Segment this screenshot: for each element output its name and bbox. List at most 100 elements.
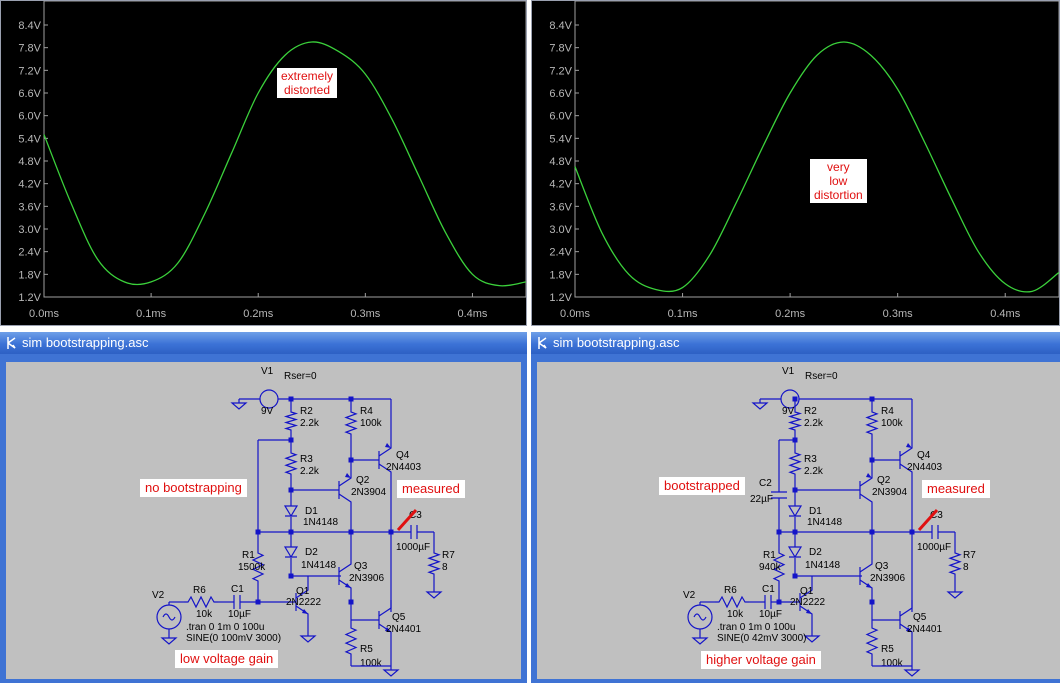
- c1-value: 10µF: [759, 609, 782, 620]
- voltage-trace: [574, 41, 1059, 293]
- resistor-r7: [948, 547, 962, 580]
- v1-value: 9V: [782, 406, 795, 417]
- capacitor-c2: [771, 491, 787, 499]
- q4-value: 2N4403: [386, 462, 421, 473]
- c1-label: C1: [231, 584, 244, 595]
- transistor-q4-arrow: [906, 443, 912, 448]
- r1-label: R1: [763, 550, 776, 561]
- x-tick-label: 0.2ms: [243, 308, 273, 320]
- capacitor-c1: [233, 595, 241, 609]
- v1-value: 9V: [261, 406, 274, 417]
- c3-value: 1000µF: [396, 542, 430, 553]
- d1-label: D1: [305, 506, 318, 517]
- r4-value: 100k: [360, 418, 383, 429]
- capacitor-c3: [931, 525, 939, 539]
- transistor-q4-arrow: [385, 443, 391, 448]
- q2-value: 2N3904: [351, 487, 386, 498]
- window-titlebar-right[interactable]: sim bootstrapping.asc: [531, 332, 1060, 354]
- y-tick-label: 4.2V: [549, 179, 572, 191]
- resistor-r5: [344, 622, 358, 660]
- q1-label: Q1: [800, 586, 814, 597]
- c3-value: 1000µF: [917, 542, 951, 553]
- y-tick-label: 7.8V: [18, 43, 41, 55]
- x-tick-label: 0.4ms: [457, 308, 487, 320]
- y-tick-label: 7.2V: [549, 65, 572, 77]
- q2-label: Q2: [356, 475, 370, 486]
- plot-frame: [574, 1, 1059, 298]
- y-tick-label: 1.8V: [18, 269, 41, 281]
- y-tick-label: 7.8V: [549, 43, 572, 55]
- plot-frame: [43, 1, 526, 298]
- v2-label: V2: [152, 590, 165, 601]
- d2-label: D2: [809, 547, 822, 558]
- q1-value: 2N2222: [286, 597, 321, 608]
- q2-value: 2N3904: [872, 487, 907, 498]
- ltspice-icon: [7, 337, 16, 349]
- c2-label: C2: [759, 478, 772, 489]
- resistor-r3: [284, 447, 298, 480]
- resistor-r2: [283, 406, 299, 436]
- y-tick-label: 4.2V: [18, 179, 41, 191]
- diode-d1: [283, 505, 299, 518]
- y-tick-label: 3.6V: [549, 201, 572, 213]
- v2-label: V2: [683, 590, 696, 601]
- window-titlebar-left[interactable]: sim bootstrapping.asc: [0, 332, 527, 354]
- resistor-r1: [772, 547, 786, 587]
- r5-label: R5: [881, 644, 894, 655]
- y-tick-label: 1.2V: [549, 292, 572, 304]
- r7-label: R7: [963, 550, 976, 561]
- y-tick-label: 1.2V: [18, 292, 41, 304]
- q3-label: Q3: [354, 561, 368, 572]
- resistor-r4: [865, 406, 879, 440]
- r3-label: R3: [300, 454, 313, 465]
- r4-label: R4: [881, 406, 894, 417]
- q5-value: 2N4401: [907, 624, 942, 635]
- y-tick-label: 4.8V: [549, 156, 572, 168]
- q4-label: Q4: [396, 450, 410, 461]
- d2-value: 1N4148: [805, 560, 840, 571]
- r6-value: 10k: [727, 609, 744, 620]
- diode-d2: [787, 546, 803, 559]
- y-tick-label: 3.0V: [549, 224, 572, 236]
- measured-pointer: [396, 508, 418, 532]
- annotation-extremely-distorted: extremely distorted: [277, 68, 338, 98]
- resistor-r2: [787, 406, 803, 436]
- r1-label: R1: [242, 550, 255, 561]
- c2-value: 22µF: [750, 494, 773, 505]
- c1-label: C1: [762, 584, 775, 595]
- q5-label: Q5: [913, 612, 927, 623]
- transistor-q3-arrow: [866, 583, 872, 588]
- resistor-r6: [715, 595, 749, 609]
- transistor-q2-arrow: [345, 473, 351, 478]
- capacitor-c3: [410, 525, 418, 539]
- diode-d2: [283, 546, 299, 559]
- r4-label: R4: [360, 406, 373, 417]
- q3-label: Q3: [875, 561, 889, 572]
- q4-label: Q4: [917, 450, 931, 461]
- r2-value: 2.2k: [804, 418, 824, 429]
- q3-value: 2N3906: [349, 573, 384, 584]
- x-tick-label: 0.1ms: [668, 308, 698, 320]
- y-tick-label: 3.6V: [18, 201, 41, 213]
- callout-no-bootstrapping: no bootstrapping: [140, 479, 247, 497]
- v1-label: V1: [261, 366, 274, 377]
- r7-value: 8: [963, 562, 969, 573]
- ground-icon: [803, 632, 821, 643]
- r3-value: 2.2k: [804, 466, 824, 477]
- q1-label: Q1: [296, 586, 310, 597]
- sine-directive: SINE(0 42mV 3000): [717, 633, 807, 644]
- q2-label: Q2: [877, 475, 891, 486]
- waveform-plot-right-svg: 8.4V7.8V7.2V6.6V6.0V5.4V4.8V4.2V3.6V3.0V…: [549, 1, 1059, 320]
- r5-label: R5: [360, 644, 373, 655]
- y-tick-label: 2.4V: [549, 247, 572, 259]
- annotation-very-low-distortion: very low distortion: [810, 159, 867, 203]
- x-tick-label: 0.3ms: [350, 308, 380, 320]
- r7-label: R7: [442, 550, 455, 561]
- capacitor-c1: [764, 595, 772, 609]
